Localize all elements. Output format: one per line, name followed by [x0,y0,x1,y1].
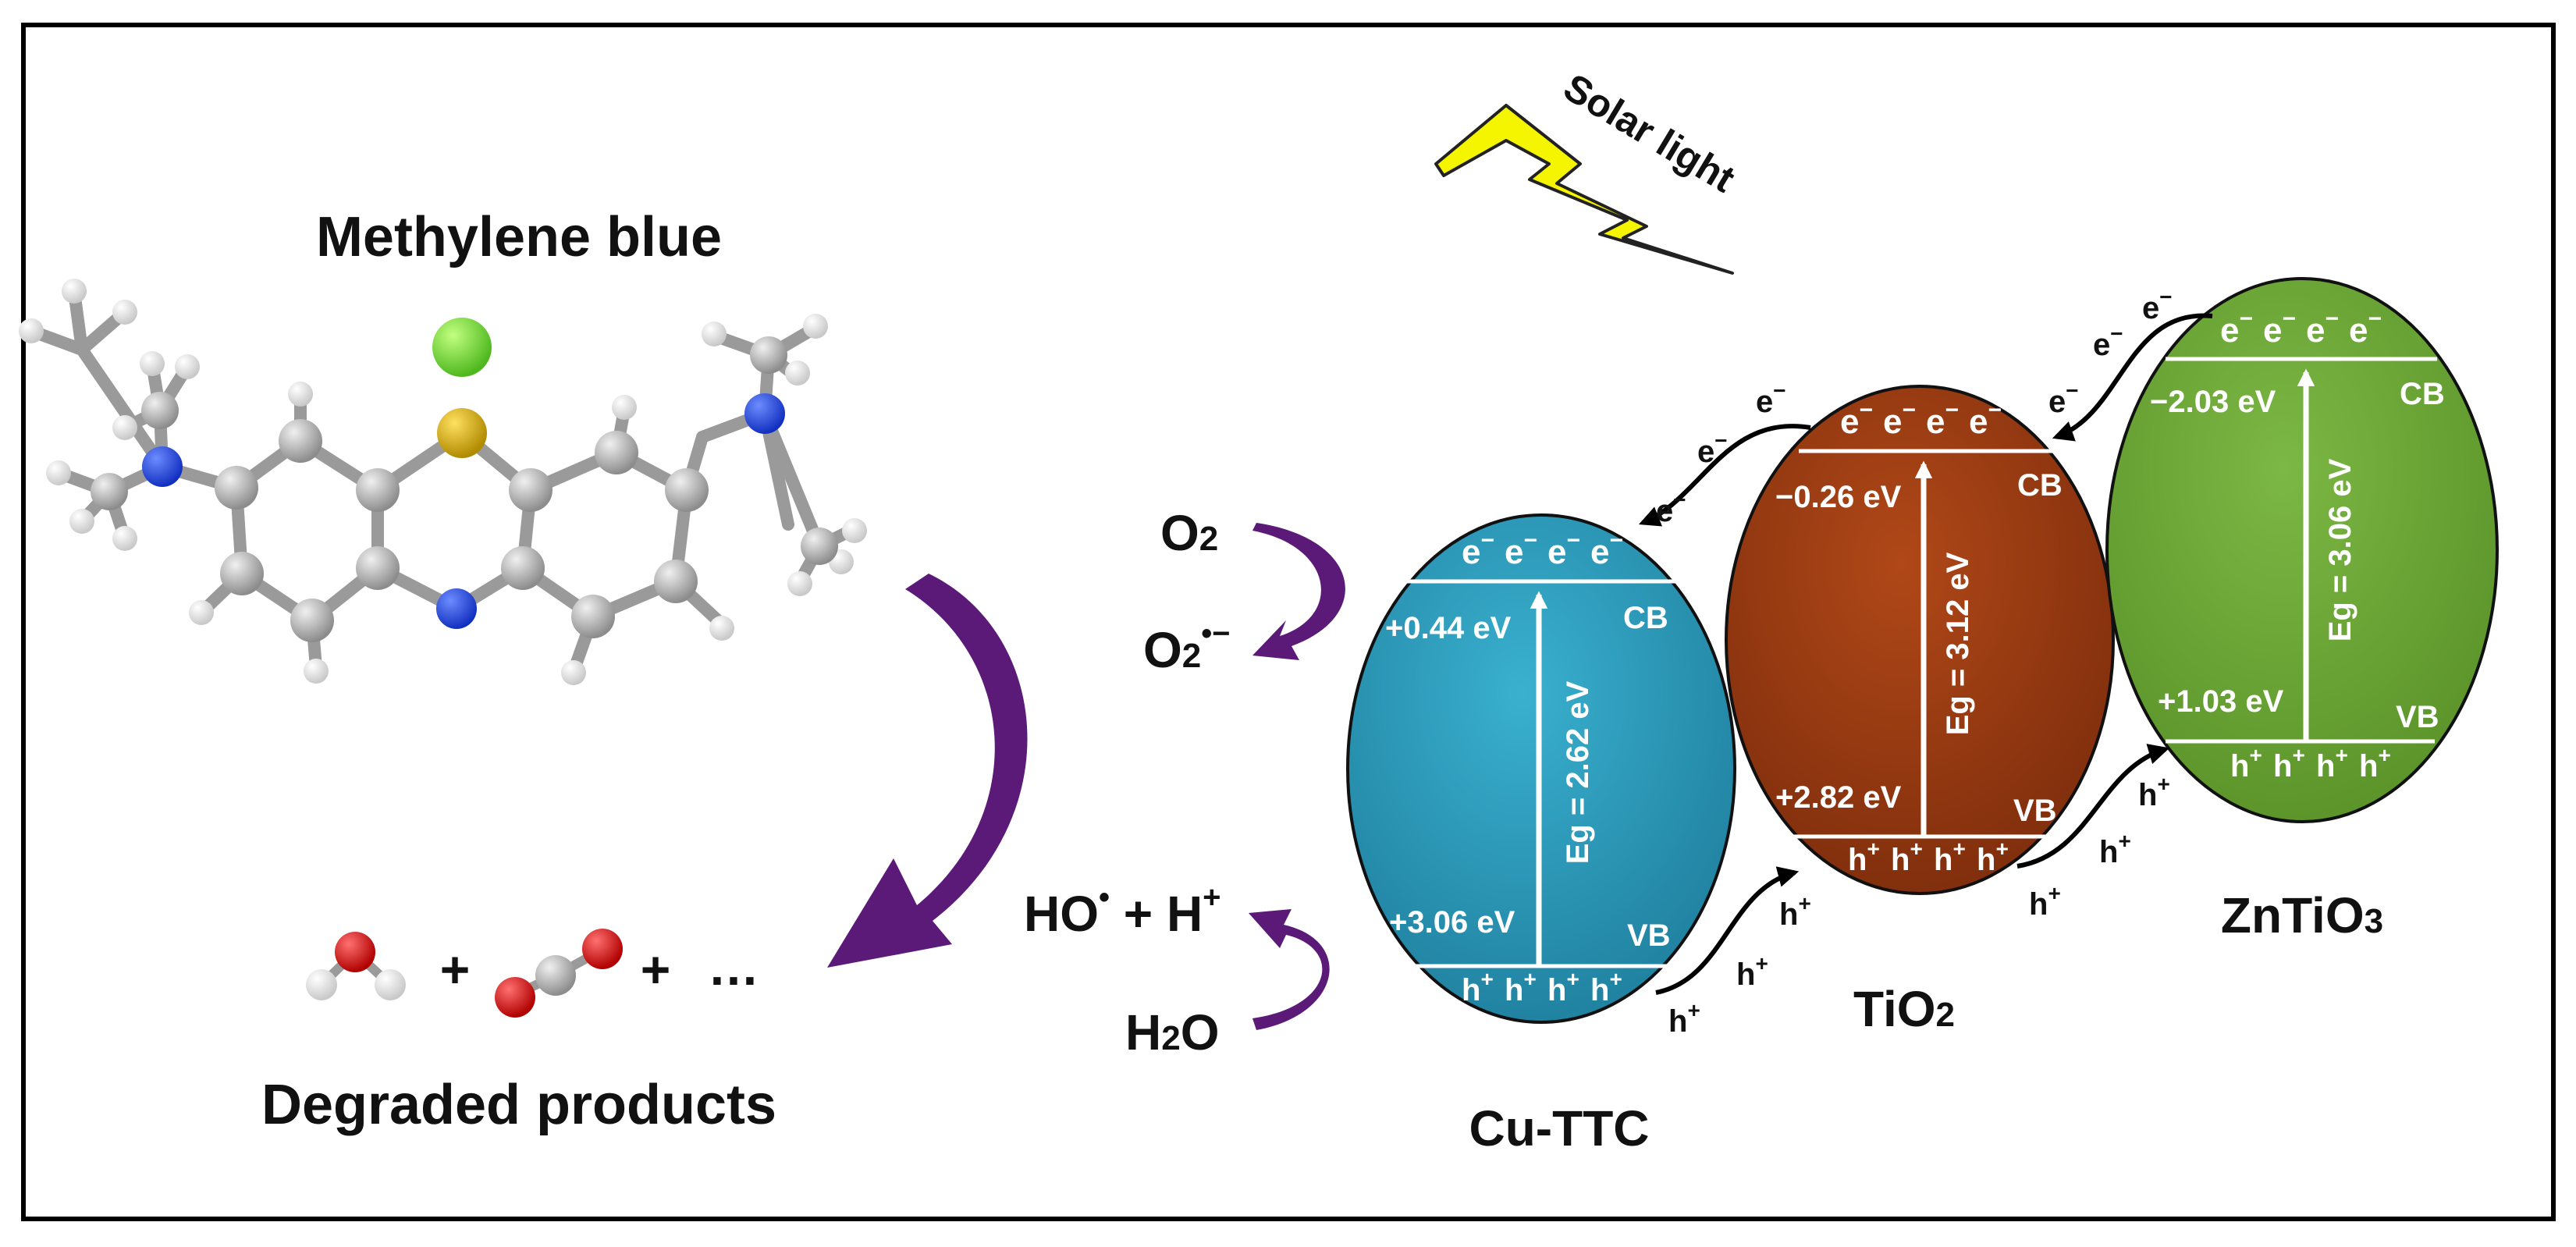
svg-text:h+: h+ [1977,837,2009,877]
svg-text:e−: e− [1547,528,1580,571]
svg-text:h+: h+ [1736,951,1768,992]
svg-text:e−: e− [2093,322,2123,362]
water-h-atom [375,969,406,1000]
svg-text:h+: h+ [1462,967,1494,1007]
zntio3-holes: h+ h+ h+ h+ [2230,743,2391,783]
tio2-cb-label: CB [2017,468,2063,503]
svg-text:e−: e− [2142,285,2173,325]
hole-transfer-labels: h+ h+ h+ h+ h+ h+ [1668,772,2170,1039]
methylene-blue-title: Methylene blue [316,206,722,268]
svg-text:h+: h+ [2230,743,2262,783]
svg-text:e−: e− [2048,378,2079,419]
co2-o-atom [582,929,623,969]
svg-text:e−: e− [1590,528,1623,571]
water-label: H2O [1125,1004,1219,1060]
svg-text:e−: e− [2349,306,2382,350]
svg-text:h+: h+ [1668,998,1700,1039]
svg-text:e−: e− [1656,488,1686,528]
svg-text:e−: e− [1969,397,2002,441]
zntio3-cb-label: CB [2400,377,2445,411]
plus-sign: + [440,940,471,998]
ellipsis: … [708,938,759,996]
tio2-electrons: e− e− e− e− [1840,397,2002,441]
cu-ttc-vb-value: +3.06 eV [1389,905,1515,940]
co2-c-atom [535,955,576,996]
svg-text:e−: e− [1883,397,1916,441]
svg-text:h+: h+ [1848,837,1880,877]
tio2-cb-value: −0.26 eV [1775,480,1902,514]
zntio3-vb-label: VB [2396,700,2439,734]
tio2-vb-label: VB [2013,794,2057,828]
svg-text:h+: h+ [2316,743,2348,783]
tio2-vb-value: +2.82 eV [1775,780,1902,815]
lightning-bolt-icon [1434,104,1734,275]
degradation-arrow [827,574,1028,968]
zntio3-electrons: e− e− e− e− [2220,306,2382,350]
svg-text:e−: e− [1926,397,1959,441]
svg-text:h+: h+ [1547,967,1579,1007]
plus-sign: + [641,940,671,998]
svg-text:e−: e− [2220,306,2253,350]
cu-ttc-cb-label: CB [1623,601,1668,635]
cu-ttc-cb-value: +0.44 eV [1385,611,1512,645]
svg-text:h+: h+ [1891,837,1923,877]
hole-transfer-arrow-cuttc-to-tio2 [1655,866,1800,995]
svg-text:e−: e− [2263,306,2296,350]
tio2-bandgap-label: Eg = 3.12 eV [1941,552,1975,735]
svg-text:h+: h+ [1590,967,1622,1007]
svg-text:h+: h+ [2099,829,2131,869]
zntio3-bandgap-label: Eg = 3.06 eV [2323,458,2357,641]
water-o-atom [335,932,375,972]
electron-transfer-arrow-zntio3-to-tio2 [2052,313,2213,442]
degraded-products-label: Degraded products [261,1074,776,1136]
svg-text:e−: e− [1505,528,1537,571]
cu-ttc-bandgap-label: Eg = 2.62 eV [1561,680,1595,864]
cu-ttc-electrons: e− e− e− e− [1462,528,1623,571]
electron-transfer-arrow-tio2-to-cuttc [1638,424,1811,527]
superoxide-label: O2•− [1143,616,1231,678]
svg-text:e−: e− [2306,306,2339,350]
water-oxidation-arrow [1249,909,1330,1030]
svg-text:h+: h+ [2138,772,2170,812]
tio2-particle [1725,385,2115,895]
svg-text:e−: e− [1697,428,1728,469]
o2-reduction-arrow [1252,523,1345,660]
svg-text:h+: h+ [1505,967,1537,1007]
methylene-blue-atoms [19,279,867,685]
svg-text:e−: e− [1462,528,1494,571]
co2-o-atom [495,977,535,1018]
cu-ttc-holes: h+ h+ h+ h+ [1462,967,1622,1007]
svg-text:h+: h+ [2029,881,2061,922]
svg-text:h+: h+ [1934,837,1966,877]
zntio3-cb-value: −2.03 eV [2150,385,2276,419]
tio2-name: TiO2 [1853,981,1955,1037]
o2-label: O2 [1160,505,1218,561]
svg-text:e−: e− [1840,397,1873,441]
water-h-atom [306,969,337,1000]
zntio3-name: ZnTiO3 [2221,887,2383,943]
electron-transfer-labels: e− e− e− e− e− e− [1656,285,2173,528]
svg-text:h+: h+ [1779,891,1811,932]
hydroxyl-label: HO• + H+ [1024,880,1221,942]
hole-transfer-arrow-tio2-to-zntio3 [2016,744,2170,869]
zntio3-particle [2105,277,2499,823]
zntio3-vb-value: +1.03 eV [2158,684,2284,719]
svg-text:h+: h+ [2359,743,2391,783]
svg-text:e−: e− [1756,378,1786,419]
svg-text:h+: h+ [2273,743,2305,783]
cu-ttc-vb-label: VB [1627,918,1671,953]
cu-ttc-name: Cu-TTC [1469,1100,1649,1156]
tio2-holes: h+ h+ h+ h+ [1848,837,2009,877]
